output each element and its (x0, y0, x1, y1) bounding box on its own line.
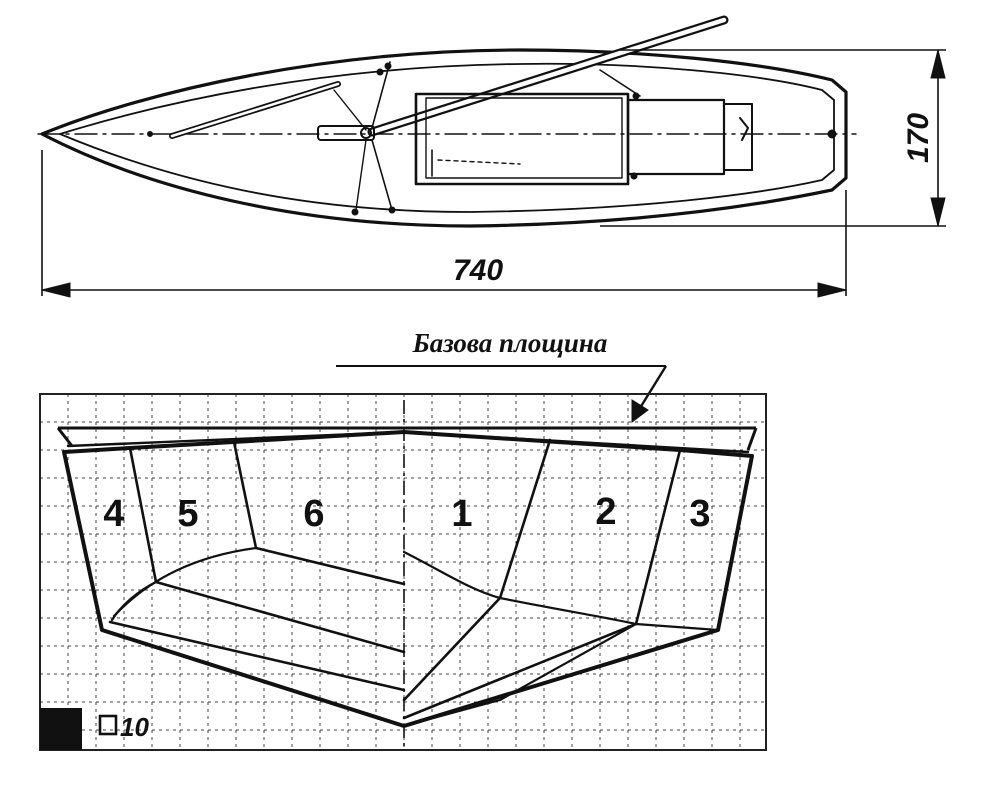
length-label: 740 (453, 254, 503, 287)
deck-line (59, 62, 835, 213)
scale-square-icon (98, 714, 118, 736)
section-number-6: 6 (303, 493, 324, 535)
hull-outline (40, 48, 848, 228)
dimension-lines (41, 49, 946, 298)
base-plane-caption: Базова площина (412, 328, 608, 358)
section-number-2: 2 (595, 491, 616, 533)
scale-label: 10 (120, 712, 149, 742)
scale-square-filled (40, 708, 82, 750)
section-number-1: 1 (451, 493, 472, 535)
grid-frame (39, 393, 767, 751)
beam-label: 170 (902, 113, 935, 163)
top-view (37, 15, 857, 228)
caption-arrow (336, 365, 668, 423)
section-number-3: 3 (689, 493, 710, 535)
section-number-5: 5 (177, 493, 198, 535)
section-lines (62, 430, 754, 728)
section-number-4: 4 (103, 493, 124, 535)
